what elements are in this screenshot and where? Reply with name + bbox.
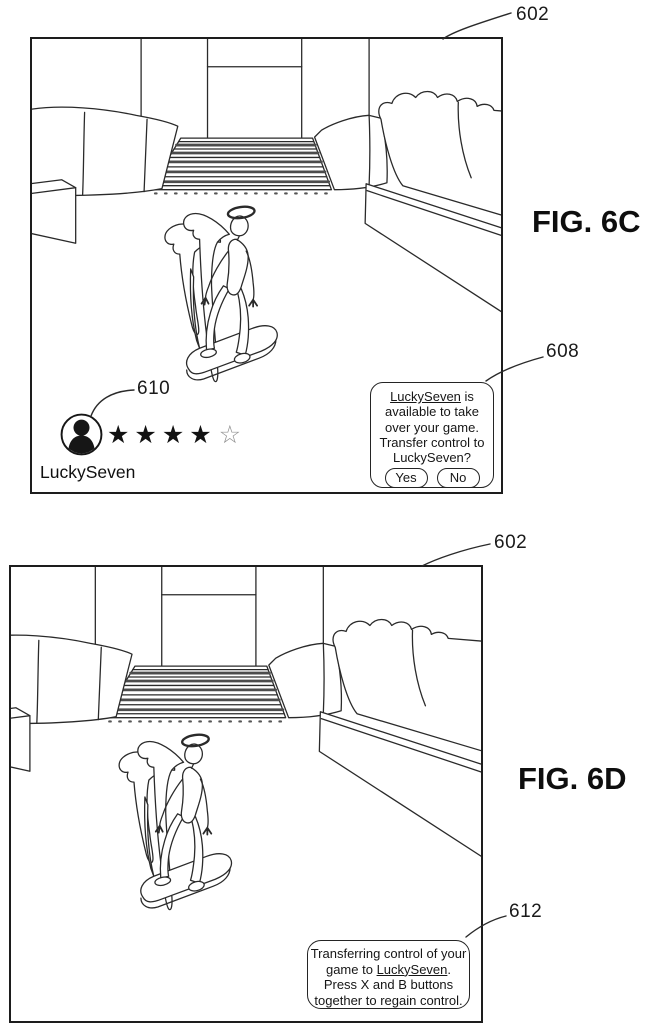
dialog-line: together to regain control. bbox=[314, 992, 463, 1008]
dialog-line: Transfer control to bbox=[379, 434, 485, 450]
ref-label-612: 612 bbox=[509, 901, 543, 922]
dialog-line: Transferring control of your bbox=[310, 946, 467, 961]
yes-button[interactable]: Yes bbox=[384, 468, 428, 489]
dialog-line: Press X and B buttons bbox=[323, 977, 454, 993]
game-screen-frame-fig6d: Transferring control of your game to Luc… bbox=[9, 565, 483, 1023]
ref-label-602-fig6d: 602 bbox=[494, 532, 528, 553]
dialog-text: game to bbox=[325, 961, 377, 977]
dialog-button-row: Yes No bbox=[371, 468, 493, 489]
figure-caption-fig6c: FIG. 6C bbox=[532, 204, 641, 239]
player-avatar-icon bbox=[60, 413, 103, 456]
star-rating: ★★★★☆ bbox=[107, 418, 246, 452]
dialog-text: is bbox=[460, 389, 474, 404]
leader-602-fig6c bbox=[442, 12, 512, 40]
ref-label-608: 608 bbox=[546, 341, 580, 362]
transfer-status-dialog: Transferring control of your game to Luc… bbox=[307, 940, 470, 1009]
leader-602-fig6d bbox=[421, 543, 491, 567]
dialog-line: LuckySeven? bbox=[392, 450, 472, 466]
player-name-link: LuckySeven bbox=[376, 961, 448, 977]
no-button[interactable]: No bbox=[436, 468, 480, 489]
dialog-line: game to LuckySeven. bbox=[308, 962, 469, 978]
dialog-line: over your game. bbox=[385, 419, 479, 435]
transfer-prompt-dialog: LuckySeven is available to take over you… bbox=[370, 382, 494, 489]
ref-label-610: 610 bbox=[137, 378, 171, 399]
player-name-link: LuckySeven bbox=[390, 389, 461, 404]
star-empty: ☆ bbox=[218, 421, 247, 449]
figure-caption-fig6d: FIG. 6D bbox=[518, 761, 627, 796]
stars-filled: ★★★★ bbox=[107, 421, 217, 449]
dialog-text: . bbox=[447, 961, 452, 977]
ref-label-602-fig6c: 602 bbox=[516, 4, 550, 25]
dialog-line: available to take bbox=[385, 404, 479, 420]
player-name-label: LuckySeven bbox=[40, 462, 136, 482]
dialog-line: LuckySeven is bbox=[371, 389, 493, 404]
game-screen-frame-fig6c: ★★★★☆ LuckySeven LuckySeven is available… bbox=[30, 37, 503, 494]
